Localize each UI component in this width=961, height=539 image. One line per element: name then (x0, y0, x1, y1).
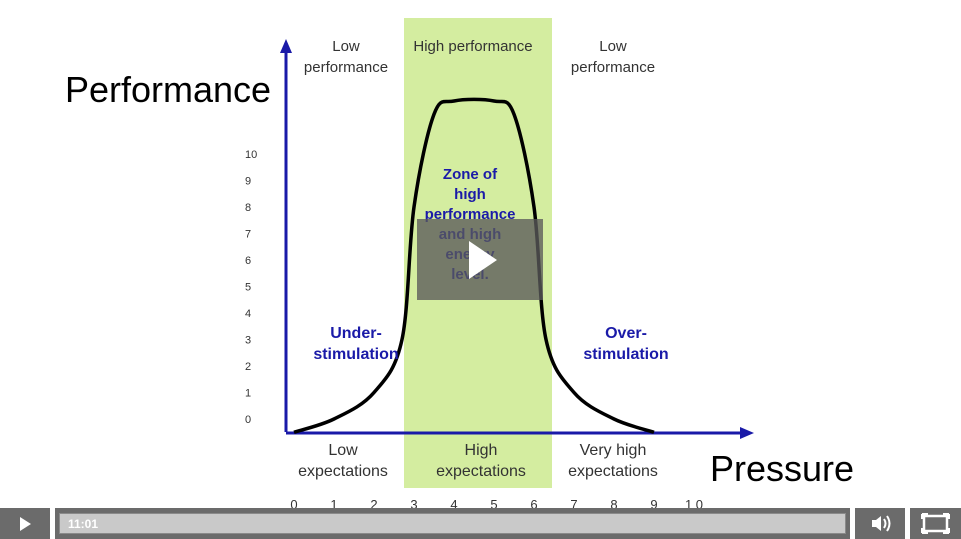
player-controls: 11:01 (0, 508, 961, 539)
zone-label-under: Under-stimulation (313, 325, 398, 363)
performance-curve (293, 97, 655, 434)
y-tick-label: 4 (245, 308, 251, 320)
x-tick-label: 7 (570, 497, 577, 508)
x-tick-label: 1 0 (685, 497, 703, 508)
y-axis-title: Performance (65, 69, 271, 110)
y-tick-label: 1 (245, 388, 251, 400)
top-label: High performance (413, 38, 532, 55)
volume-button[interactable] (855, 508, 905, 539)
y-tick-label: 10 (245, 149, 257, 161)
y-tick-label: 5 (245, 282, 251, 294)
x-tick-label: 8 (610, 497, 617, 508)
x-tick-label: 0 (290, 497, 297, 508)
play-button[interactable] (0, 508, 50, 539)
play-icon (469, 241, 497, 279)
y-axis-arrow (280, 39, 292, 53)
fullscreen-button[interactable] (910, 508, 961, 539)
play-icon (20, 517, 31, 531)
x-tick-label: 1 (330, 497, 337, 508)
x-axis-arrow (740, 427, 754, 439)
x-tick-label: 4 (450, 497, 457, 508)
x-tick-label: 2 (370, 497, 377, 508)
progress-track[interactable]: 11:01 (59, 513, 846, 534)
y-tick-label: 8 (245, 202, 251, 214)
volume-icon (872, 515, 891, 532)
zone-label-over: Over-stimulation (583, 325, 668, 363)
x-tick-label: 5 (490, 497, 497, 508)
x-axis-title: Pressure (710, 448, 854, 489)
x-tick-label: 6 (530, 497, 537, 508)
big-play-button[interactable] (417, 219, 543, 300)
y-tick-label: 9 (245, 176, 251, 188)
progress-bar[interactable]: 11:01 (55, 508, 850, 539)
y-tick-label: 0 (245, 414, 251, 426)
y-tick-label: 3 (245, 335, 251, 347)
y-tick-label: 6 (245, 255, 251, 267)
x-tick-label: 9 (650, 497, 657, 508)
fullscreen-icon (921, 513, 950, 534)
y-tick-label: 2 (245, 361, 251, 373)
time-display: 11:01 (68, 517, 99, 531)
x-tick-label: 3 (410, 497, 417, 508)
y-tick-label: 7 (245, 229, 251, 241)
